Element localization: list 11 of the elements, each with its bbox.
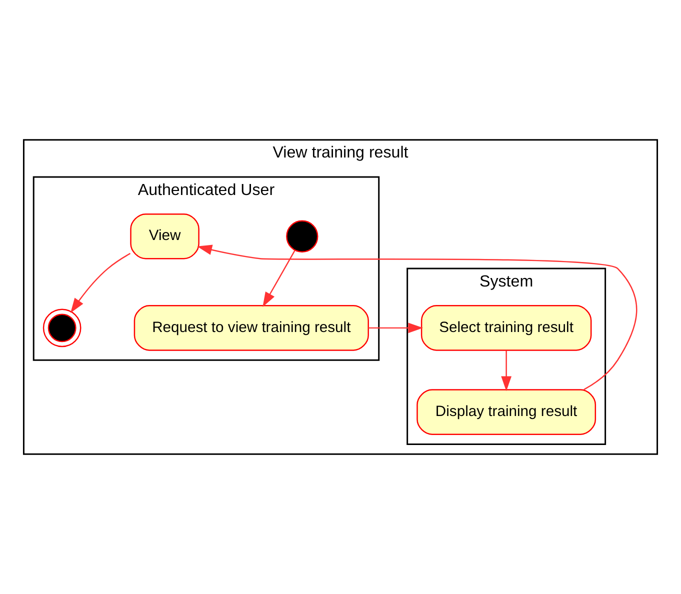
arrow — [197, 244, 638, 390]
node-box: Select training result — [420, 305, 592, 351]
node-circle — [42, 308, 82, 348]
arrow — [368, 322, 424, 334]
arrow — [70, 252, 131, 313]
node-box: Request to view training result — [134, 305, 369, 351]
node-circle — [286, 220, 318, 252]
node-box: View — [130, 213, 200, 260]
node-box: Display training result — [416, 389, 596, 435]
arrow — [501, 350, 512, 392]
arrow — [262, 250, 296, 307]
